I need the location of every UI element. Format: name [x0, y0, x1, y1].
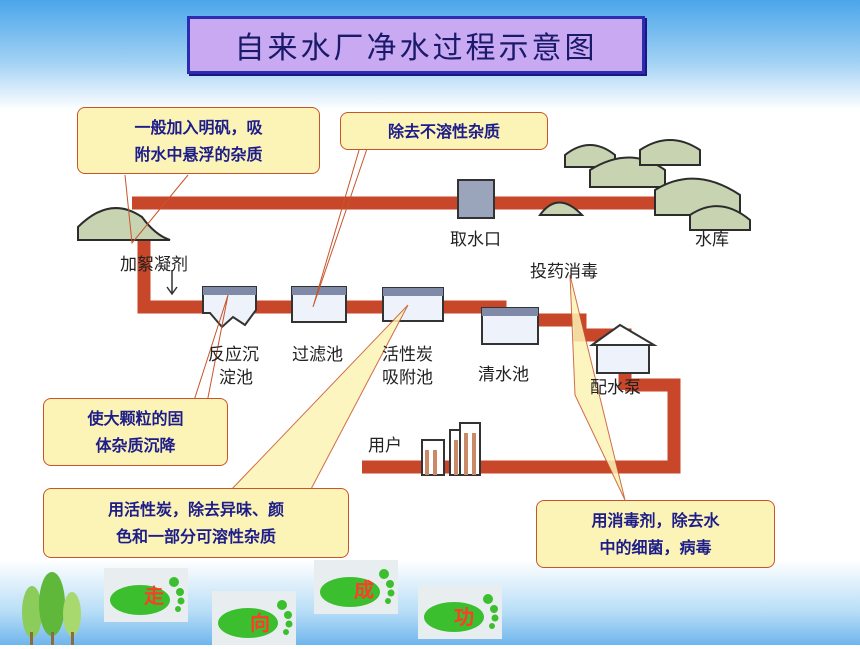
label-sediment-1: 反应沉	[208, 345, 259, 365]
callout-settle: 使大颗粒的固 体杂质沉降	[43, 398, 228, 466]
callout-settle-line-1: 使大颗粒的固	[87, 409, 184, 428]
footprint-3: 成	[314, 560, 398, 614]
footprint-icon	[212, 591, 296, 645]
label-reservoir: 水库	[695, 230, 729, 250]
label-user: 用户	[368, 436, 402, 456]
footprint-icon	[418, 585, 502, 639]
callout-insoluble: 除去不溶性杂质	[340, 112, 548, 150]
label-carbon-1: 活性炭	[382, 345, 433, 365]
callout-alum: 一般加入明矾，吸 附水中悬浮的杂质	[77, 107, 320, 174]
label-clear: 清水池	[478, 365, 529, 385]
reservoir-hills	[538, 139, 751, 231]
footprint-char-3: 成	[354, 578, 374, 602]
callout-germs: 用消毒剂，除去水 中的细菌，病毒	[536, 500, 775, 568]
page-title: 自来水厂净水过程示意图	[187, 16, 645, 74]
footprint-char-2: 向	[250, 611, 270, 635]
disinfect-pointer	[569, 274, 626, 501]
callout-settle-line-2: 体杂质沉降	[95, 436, 176, 455]
callout-carbon-line-2: 色和一部分可溶性杂质	[115, 527, 276, 546]
pump-house	[588, 323, 658, 374]
callout-germs-line-1: 用消毒剂，除去水	[591, 511, 720, 530]
callout-carbon: 用活性炭，除去异味、颜 色和一部分可溶性杂质	[43, 488, 349, 558]
footprint-char-4: 功	[454, 605, 474, 629]
pipe-return	[362, 378, 681, 474]
label-intake: 取水口	[450, 230, 501, 250]
callout-insoluble-line: 除去不溶性杂质	[387, 122, 500, 141]
water-treatment-diagram	[77, 139, 751, 501]
footprint-icon	[314, 560, 398, 614]
callout-alum-line-1: 一般加入明矾，吸	[134, 118, 263, 137]
footprint-4: 功	[418, 585, 502, 639]
intake-box	[457, 179, 495, 219]
label-carbon-2: 吸附池	[382, 368, 433, 388]
footprint-char-1: 走	[144, 584, 164, 608]
label-disinfect: 投药消毒	[530, 262, 598, 282]
label-sediment-2: 淀池	[219, 368, 253, 388]
label-pump: 配水泵	[590, 378, 641, 398]
callout-germs-line-2: 中的细菌，病毒	[599, 538, 712, 557]
label-coagulant: 加絮凝剂	[120, 255, 188, 275]
left-hill	[77, 207, 171, 241]
user-buildings	[421, 422, 481, 476]
callout-carbon-line-1: 用活性炭，除去异味、颜	[107, 500, 284, 519]
footprint-1: 走	[104, 568, 188, 622]
footprint-icon	[104, 568, 188, 622]
label-filter: 过滤池	[292, 345, 343, 365]
tree-decoration	[22, 572, 81, 645]
callout-alum-line-2: 附水中悬浮的杂质	[134, 145, 263, 164]
footprint-2: 向	[212, 591, 296, 645]
